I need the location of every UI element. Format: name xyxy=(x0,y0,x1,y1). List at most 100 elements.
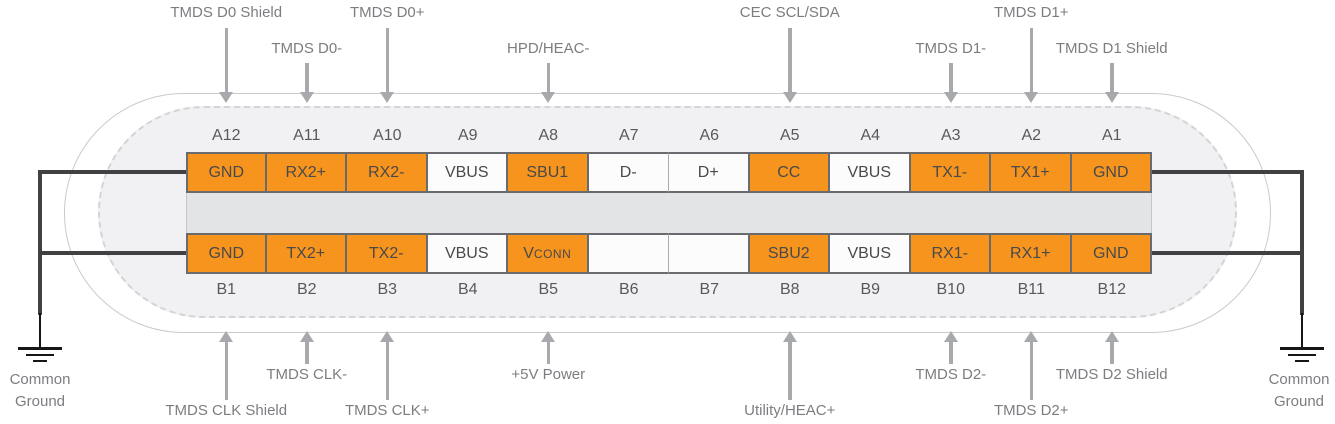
ground-symbol-left-mid xyxy=(26,354,54,356)
pin-cell-b6 xyxy=(588,233,669,274)
arrow-down-icon xyxy=(219,92,234,103)
pin-cell-a10: RX2- xyxy=(347,152,428,193)
callout-label-tmds-d0: TMDS D0+ xyxy=(349,4,425,21)
callout-label-tmds-d2: TMDS D2- xyxy=(915,366,987,383)
ground-wire-left-vertical xyxy=(38,170,42,315)
pin-number-b7: B7 xyxy=(699,281,720,298)
ground-symbol-right-mid xyxy=(1288,354,1316,356)
arrow-down-icon xyxy=(782,92,797,103)
pin-cell-b4: VBUS xyxy=(427,233,508,274)
arrow-up-icon xyxy=(943,331,958,342)
pin-number-b5: B5 xyxy=(538,281,559,298)
pin-number-b1: B1 xyxy=(216,281,237,298)
pin-number-b4: B4 xyxy=(457,281,478,298)
ground-stub-left xyxy=(39,313,41,348)
pin-cell-a6: D+ xyxy=(669,152,750,193)
pin-number-a3: A3 xyxy=(940,127,961,144)
pin-number-a1: A1 xyxy=(1101,127,1122,144)
arrow-up-icon xyxy=(219,331,234,342)
ground-wire-right-bottom xyxy=(1152,251,1304,255)
callout-arrow-shaft-utility-heac xyxy=(788,342,792,400)
pin-cell-b9: VBUS xyxy=(830,233,911,274)
pin-cell-a5: CC xyxy=(749,152,830,193)
pin-number-b2: B2 xyxy=(296,281,317,298)
callout-label-tmds-d1: TMDS D1- xyxy=(915,40,987,57)
callout-label-tmds-clk-shield: TMDS CLK Shield xyxy=(165,402,288,419)
pin-cell-a3: TX1- xyxy=(910,152,991,193)
pin-number-a8: A8 xyxy=(538,127,559,144)
pin-cell-b3: TX2- xyxy=(347,233,428,274)
callout-arrow-shaft-tmds-d0-shield xyxy=(224,28,228,92)
pin-number-a12: A12 xyxy=(212,127,241,144)
pin-cell-a2: TX1+ xyxy=(991,152,1072,193)
ground-wire-right-vertical xyxy=(1300,170,1304,315)
pin-number-b9: B9 xyxy=(860,281,881,298)
callout-arrow-shaft-tmds-d0 xyxy=(305,63,309,92)
pin-cell-a11: RX2+ xyxy=(266,152,347,193)
arrow-up-icon xyxy=(380,331,395,342)
pin-numbers-row-a: A12 A11 A10 A9 A8 A7 A6 A5 A4 A3 A2 A1 xyxy=(186,121,1152,151)
pin-cell-a7: D- xyxy=(588,152,669,193)
arrow-down-icon xyxy=(1024,92,1039,103)
pin-cell-a12: GND xyxy=(186,152,267,193)
pin-number-b11: B11 xyxy=(1017,281,1045,298)
callout-arrow-shaft-cec-scl-sda xyxy=(788,28,792,92)
arrow-up-icon xyxy=(782,331,797,342)
pin-number-a7: A7 xyxy=(618,127,639,144)
pin-number-b8: B8 xyxy=(779,281,800,298)
pin-cell-b8: SBU2 xyxy=(749,233,830,274)
ground-wire-left-bottom xyxy=(38,251,186,255)
callout-arrow-shaft-tmds-d2 xyxy=(949,342,953,364)
arrow-up-icon xyxy=(1104,331,1119,342)
pin-cell-b12: GND xyxy=(1071,233,1152,274)
arrow-down-icon xyxy=(541,92,556,103)
callout-arrow-shaft-tmds-d2 xyxy=(1029,342,1033,400)
pin-cell-b1: GND xyxy=(186,233,267,274)
callout-label-tmds-d0-shield: TMDS D0 Shield xyxy=(170,4,283,21)
ground-wire-left-top xyxy=(38,170,186,174)
pin-number-b12: B12 xyxy=(1097,281,1126,298)
callout-arrow-shaft-tmds-d1 xyxy=(1029,28,1033,92)
pin-number-a10: A10 xyxy=(373,127,402,144)
callout-arrow-shaft-tmds-clk xyxy=(385,342,389,400)
pin-number-a2: A2 xyxy=(1021,127,1042,144)
callout-arrow-shaft-tmds-clk xyxy=(305,342,309,364)
pin-cell-b2: TX2+ xyxy=(266,233,347,274)
ground-stub-right xyxy=(1301,313,1303,348)
ground-symbol-right-small xyxy=(1295,360,1309,362)
arrow-down-icon xyxy=(943,92,958,103)
callout-label-tmds-clk: TMDS CLK+ xyxy=(344,402,430,419)
arrow-up-icon xyxy=(541,331,556,342)
pin-number-a6: A6 xyxy=(699,127,720,144)
callout-arrow-shaft-tmds-d1-shield xyxy=(1110,63,1114,92)
pin-number-a5: A5 xyxy=(779,127,800,144)
pin-number-b3: B3 xyxy=(377,281,398,298)
pin-number-a4: A4 xyxy=(860,127,881,144)
arrow-down-icon xyxy=(299,92,314,103)
ground-symbol-left xyxy=(18,347,62,350)
common-ground-label-right: Common Ground xyxy=(1268,371,1330,410)
callout-label-tmds-d0: TMDS D0- xyxy=(271,40,343,57)
pin-number-b6: B6 xyxy=(618,281,639,298)
common-ground-label-left: Common Ground xyxy=(9,371,71,410)
pin-cell-b11: RX1+ xyxy=(991,233,1072,274)
arrow-down-icon xyxy=(1104,92,1119,103)
callout-label-tmds-d1-shield: TMDS D1 Shield xyxy=(1055,40,1168,57)
callout-label-cec-scl-sda: CEC SCL/SDA xyxy=(739,4,840,21)
callout-label-tmds-d1: TMDS D1+ xyxy=(993,4,1069,21)
connector-outer-outline xyxy=(64,93,1271,333)
arrow-down-icon xyxy=(380,92,395,103)
ground-wire-right-top xyxy=(1152,170,1304,174)
arrow-up-icon xyxy=(1024,331,1039,342)
pin-number-a11: A11 xyxy=(293,127,321,144)
callout-label-5v-power: +5V Power xyxy=(511,366,586,383)
callout-label-tmds-clk: TMDS CLK- xyxy=(266,366,348,383)
callout-arrow-shaft-5v-power xyxy=(546,342,550,364)
callout-arrow-shaft-tmds-clk-shield xyxy=(224,342,228,400)
callout-label-hpd-heac: HPD/HEAC- xyxy=(506,40,590,57)
pin-number-a9: A9 xyxy=(457,127,478,144)
